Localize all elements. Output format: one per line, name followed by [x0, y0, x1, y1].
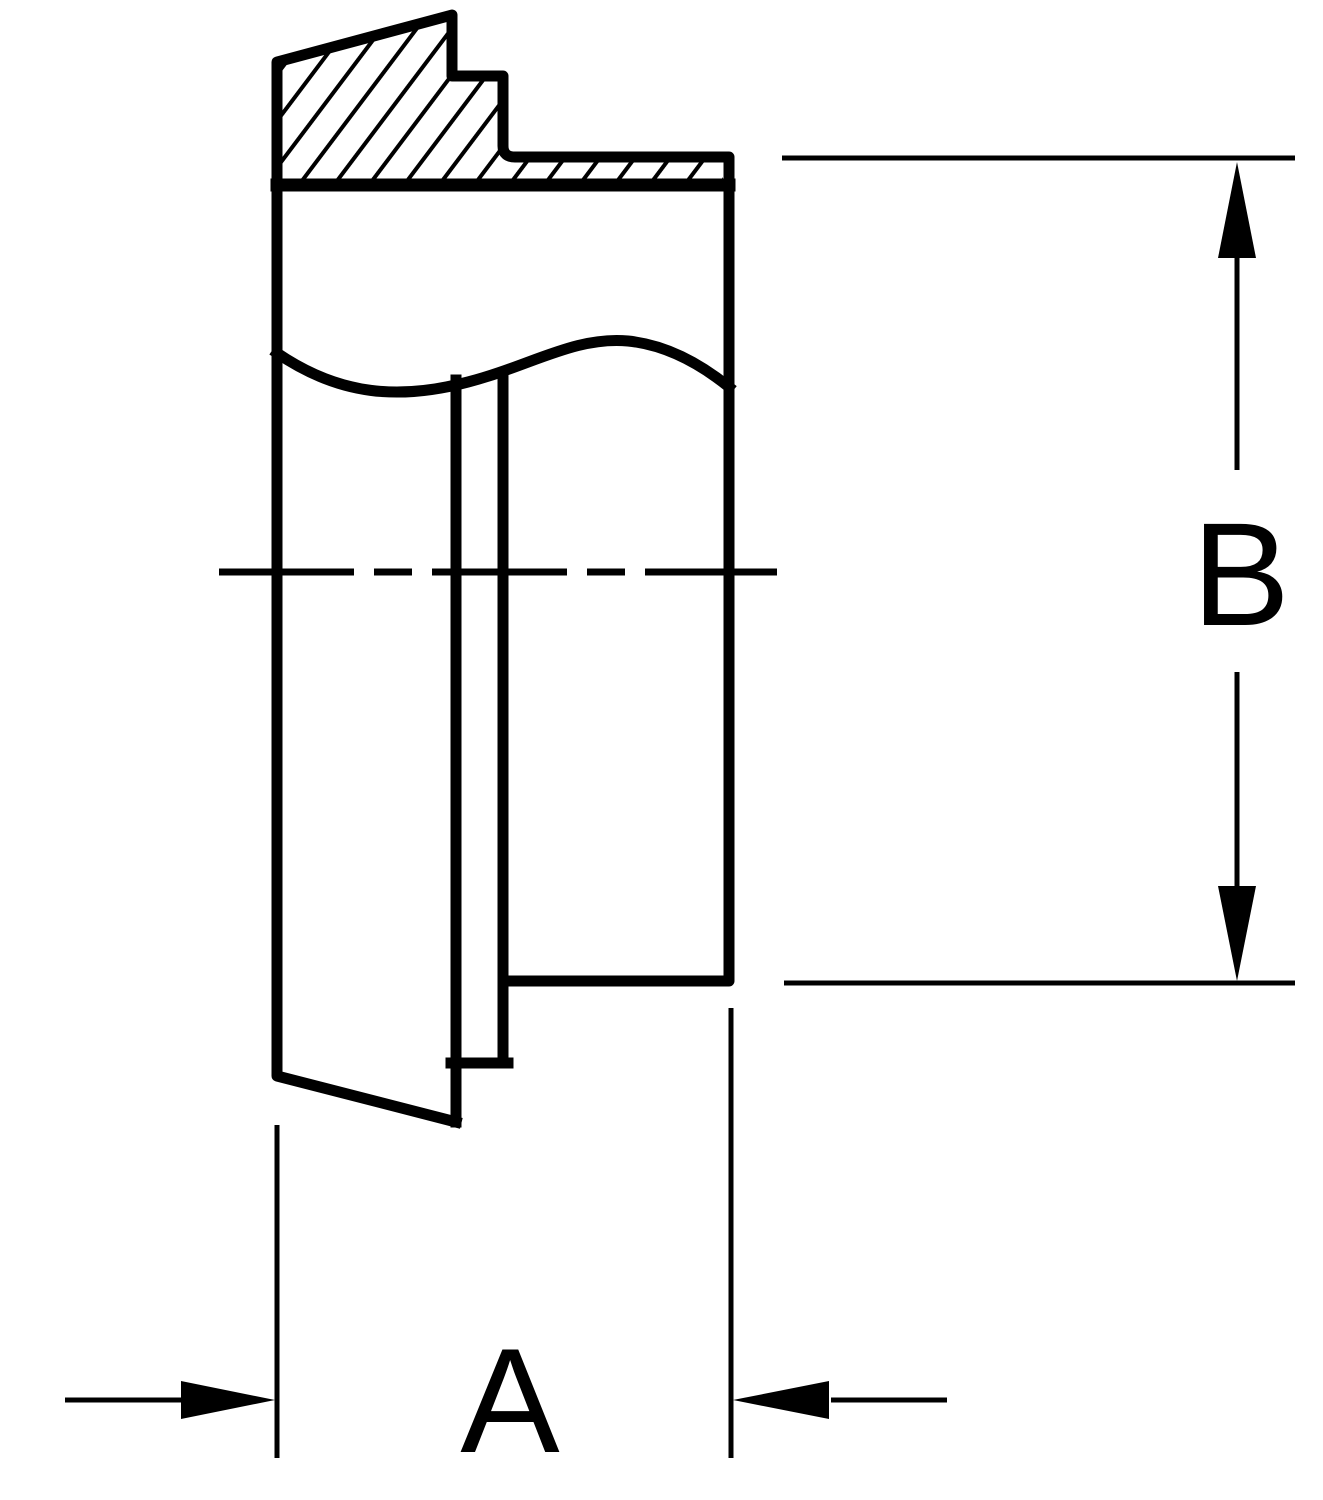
arrow-down-icon [1218, 886, 1256, 981]
break-line [269, 334, 737, 398]
dimension-b: B [782, 155, 1295, 986]
outer-profile [271, 9, 735, 1129]
dimension-a: A [65, 1008, 947, 1484]
arrow-right-icon [181, 1381, 275, 1419]
arrow-left-icon [733, 1381, 829, 1419]
part-outline [269, 9, 737, 1129]
dimension-a-label: A [460, 1317, 560, 1484]
dimension-b-label: B [1192, 493, 1290, 657]
arrow-up-icon [1218, 162, 1256, 258]
